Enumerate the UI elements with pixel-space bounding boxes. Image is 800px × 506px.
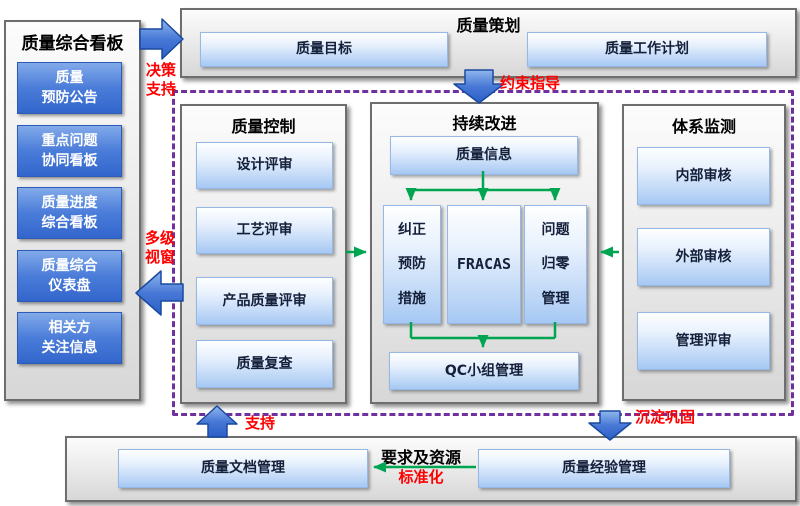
box-quality-information: 质量信息 [390, 136, 578, 175]
box-quality-instrument-panel: 质量综合 仪表盘 [17, 250, 122, 302]
panel-quality-dashboard-title: 质量综合看板 [21, 34, 124, 54]
panel-quality-planning-title: 质量策划 [456, 16, 521, 35]
arrow-decision-support [139, 18, 184, 60]
box-corrective-preventive-measures: 纠正 预防 措施 [383, 205, 441, 324]
box-management-review: 管理评审 [637, 312, 770, 370]
label-constraint-guidance: 约束指导 [500, 74, 561, 92]
box-stakeholder-info: 相关方 关注信息 [17, 312, 122, 364]
label-multi-level-view: 多级 视窗 [144, 229, 175, 266]
panel-system-monitoring-title: 体系监测 [671, 117, 736, 136]
box-qc-team-management: QC小组管理 [389, 352, 579, 390]
box-quality-recheck: 质量复查 [196, 340, 333, 388]
box-external-audit: 外部审核 [637, 228, 770, 286]
box-process-review: 工艺评审 [196, 207, 333, 254]
box-key-issue-collab-board: 重点问题 协同看板 [17, 125, 122, 177]
panel-continuous-improvement-title: 持续改进 [452, 114, 517, 133]
panel-quality-control-title: 质量控制 [231, 117, 296, 136]
label-standardize: 标准化 [398, 468, 444, 486]
box-quality-objectives: 质量目标 [200, 32, 448, 67]
box-quality-progress-board: 质量进度 综合看板 [17, 187, 122, 239]
box-quality-experience-management: 质量经验管理 [478, 449, 730, 488]
box-fracas: FRACAS [447, 205, 521, 324]
panel-requirements-resources-title: 要求及资源 [380, 448, 461, 467]
label-decision-support: 决策 支持 [145, 61, 176, 98]
box-quality-document-management: 质量文档管理 [118, 449, 368, 488]
box-design-review: 设计评审 [196, 142, 333, 189]
box-problem-zeroing-management: 问题 归零 管理 [524, 205, 587, 324]
box-quality-work-plan: 质量工作计划 [527, 32, 767, 67]
box-quality-prevention-notice: 质量 预防公告 [17, 62, 122, 114]
label-support: 支持 [245, 414, 276, 432]
box-internal-audit: 内部审核 [637, 147, 770, 205]
label-consolidate: 沉淀巩固 [635, 408, 696, 426]
box-product-quality-review: 产品质量评审 [196, 277, 333, 325]
